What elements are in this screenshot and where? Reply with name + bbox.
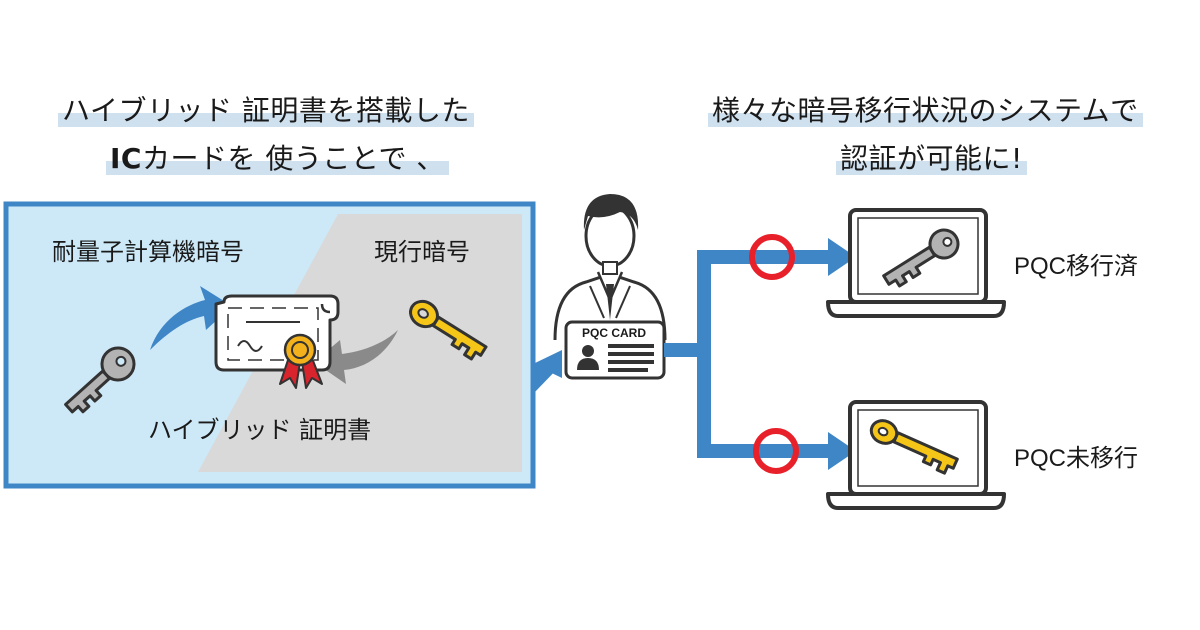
headline-right-line1: 様々な暗号移行状況のシステムで [708,94,1143,128]
headline-right-line2: 認証が可能に! [836,142,1027,176]
arrow-icon [828,238,856,276]
headline-left-line2-rest: カードを 使うことで 、 [141,142,445,175]
arrow-icon [150,286,232,350]
gray-key-icon [882,228,960,288]
panel-border [3,201,536,489]
arrow-icon [533,364,562,394]
laptop-icon [826,208,1006,318]
headline-left-line1: ハイブリッド 証明書を搭載した [58,94,474,128]
headline-left-line2: ICカードを 使うことで 、 [106,142,449,176]
system-label-pqc-not-migrated: PQC未移行 [1014,445,1139,472]
connection-lines [664,238,856,470]
laptop-icon [826,400,1006,510]
circle-icon [749,234,795,280]
card-label: PQC CARD [582,326,646,340]
current-crypto-label: 現行暗号 [374,238,470,266]
person-icon [553,194,667,341]
gray-key-icon [64,346,136,414]
gold-key-icon [869,419,959,475]
hybrid-cert-label: ハイブリッド 証明書 [148,416,372,444]
certificate-icon [214,294,340,389]
gold-key-icon [409,299,488,361]
current-crypto-region [198,214,522,472]
quantum-resistant-label: 耐量子計算機暗号 [52,238,244,266]
arrow-icon [828,432,856,470]
headline-ic-text: IC [110,142,142,175]
circle-icon [753,428,799,474]
arrow-icon [314,330,398,384]
id-card-icon: PQC CARD [564,320,666,380]
system-label-pqc-migrated: PQC移行済 [1014,253,1139,280]
